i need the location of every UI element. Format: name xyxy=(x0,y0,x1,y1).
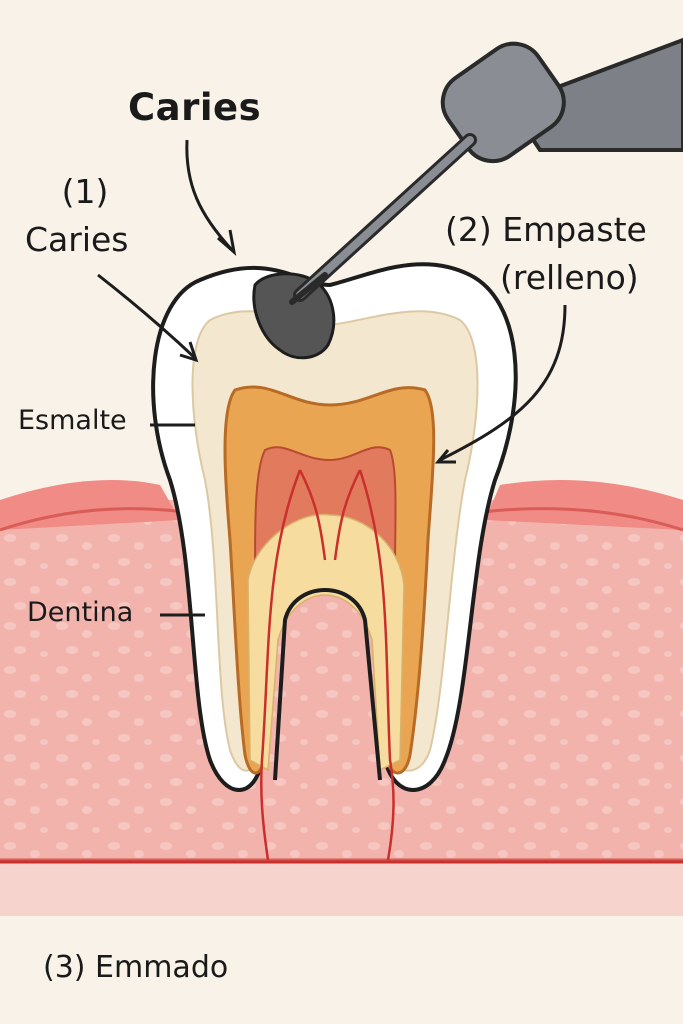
label-arrows xyxy=(97,139,567,617)
step3-caption: (3) Emmado xyxy=(43,950,229,985)
arrow-step1-head xyxy=(179,341,199,363)
nerve-vessels xyxy=(0,469,683,864)
arrow-caries-top-head xyxy=(217,229,237,256)
step2-label: (2) Empaste xyxy=(445,210,647,249)
arrow-step2 xyxy=(439,304,567,462)
root-canal-outline xyxy=(273,588,382,781)
arrow-step1 xyxy=(97,273,197,360)
caries-cavity xyxy=(252,272,336,360)
arrow-step2-head xyxy=(434,449,456,464)
dentina-label: Dentina xyxy=(27,597,134,628)
canal-core xyxy=(247,513,405,772)
arrow-caries-top xyxy=(185,139,234,252)
step1-number: (1) xyxy=(61,172,109,211)
step1-caries-label: Caries xyxy=(25,220,129,259)
caries-top-label: Caries xyxy=(128,86,262,129)
dental-drill-icon xyxy=(289,37,683,305)
step2-sublabel: (relleno) xyxy=(500,258,639,297)
tooth xyxy=(151,262,518,792)
esmalte-label: Esmalte xyxy=(18,405,127,436)
